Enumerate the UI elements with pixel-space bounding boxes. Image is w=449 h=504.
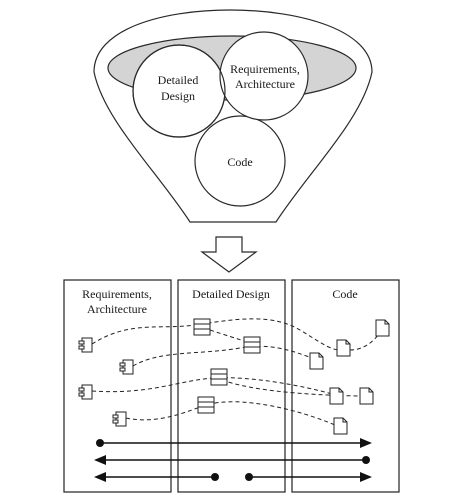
- panel-requirements-title-2: Architecture: [87, 302, 147, 316]
- circle-code-label: Code: [227, 155, 252, 169]
- trace-link-4: [125, 401, 336, 426]
- class-icon: [197, 396, 215, 414]
- document-icon: [329, 387, 344, 405]
- class-icon: [243, 336, 261, 354]
- funnel: Detailed Design Requirements, Architectu…: [93, 9, 373, 223]
- circle-detailed-design-outline: [132, 44, 226, 138]
- circle-detailed-design-label-2: Design: [161, 89, 195, 103]
- trace-link-1: [91, 318, 341, 351]
- document-icon: [359, 387, 374, 405]
- circle-requirements-label-1: Requirements,: [230, 62, 300, 76]
- flow-arrow-forward-head: [360, 438, 372, 448]
- flow-arrow-forward-dot: [96, 439, 104, 447]
- document-icon: [336, 339, 351, 357]
- flow-arrow-backward-dot: [362, 456, 370, 464]
- trace-link-3: [91, 377, 333, 395]
- flow-arrows: [94, 438, 372, 482]
- flow-arrow-mid-dot-right: [245, 473, 253, 481]
- document-icon: [333, 417, 348, 435]
- document-icon: [375, 319, 390, 337]
- flow-arrow-left-head: [94, 472, 106, 482]
- class-icon: [193, 318, 211, 336]
- class-icon: [210, 368, 228, 386]
- flow-arrow-right-head: [360, 472, 372, 482]
- panel-design: [177, 279, 286, 493]
- panel-design-title: Detailed Design: [192, 287, 270, 301]
- circle-requirements-label-2: Architecture: [235, 77, 295, 91]
- down-arrow-icon: [200, 236, 258, 273]
- panel-code-title: Code: [332, 287, 357, 301]
- flow-arrow-mid-dot-left: [211, 473, 219, 481]
- document-icon: [309, 352, 324, 370]
- flow-arrow-backward-head: [94, 455, 106, 465]
- circle-requirements-architecture: [219, 31, 309, 121]
- panel-requirements-title-1: Requirements,: [82, 287, 152, 301]
- circle-detailed-design-label-1: Detailed: [158, 73, 199, 87]
- circle-code: [194, 115, 286, 207]
- panel-code: [291, 279, 400, 493]
